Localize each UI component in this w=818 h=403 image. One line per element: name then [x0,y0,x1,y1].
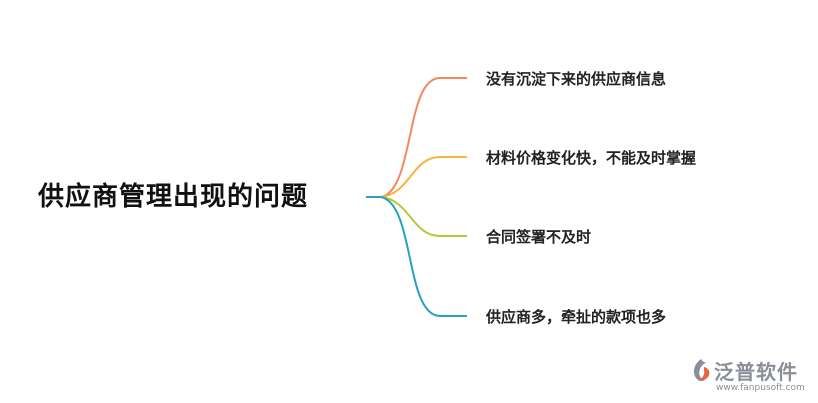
branch-label-2: 合同签署不及时 [486,228,592,246]
branch-label-0: 没有沉淀下来的供应商信息 [486,70,667,88]
fanpu-logo-icon [693,359,710,382]
branch-line-1 [380,156,467,198]
branch-label-3: 供应商多，牵扯的款项也多 [486,308,667,326]
logo-name: 泛普软件 [714,360,798,384]
brand-logo: 泛普软件 www.fanpusoft.com [690,356,810,398]
branch-label-1: 材料价格变化快，不能及时掌握 [486,149,697,167]
branch-line-3 [380,196,467,317]
central-topic: 供应商管理出现的问题 [38,182,309,212]
branch-line-2 [380,196,467,237]
branch-line-0 [380,77,467,198]
logo-url: www.fanpusoft.com [716,383,805,393]
